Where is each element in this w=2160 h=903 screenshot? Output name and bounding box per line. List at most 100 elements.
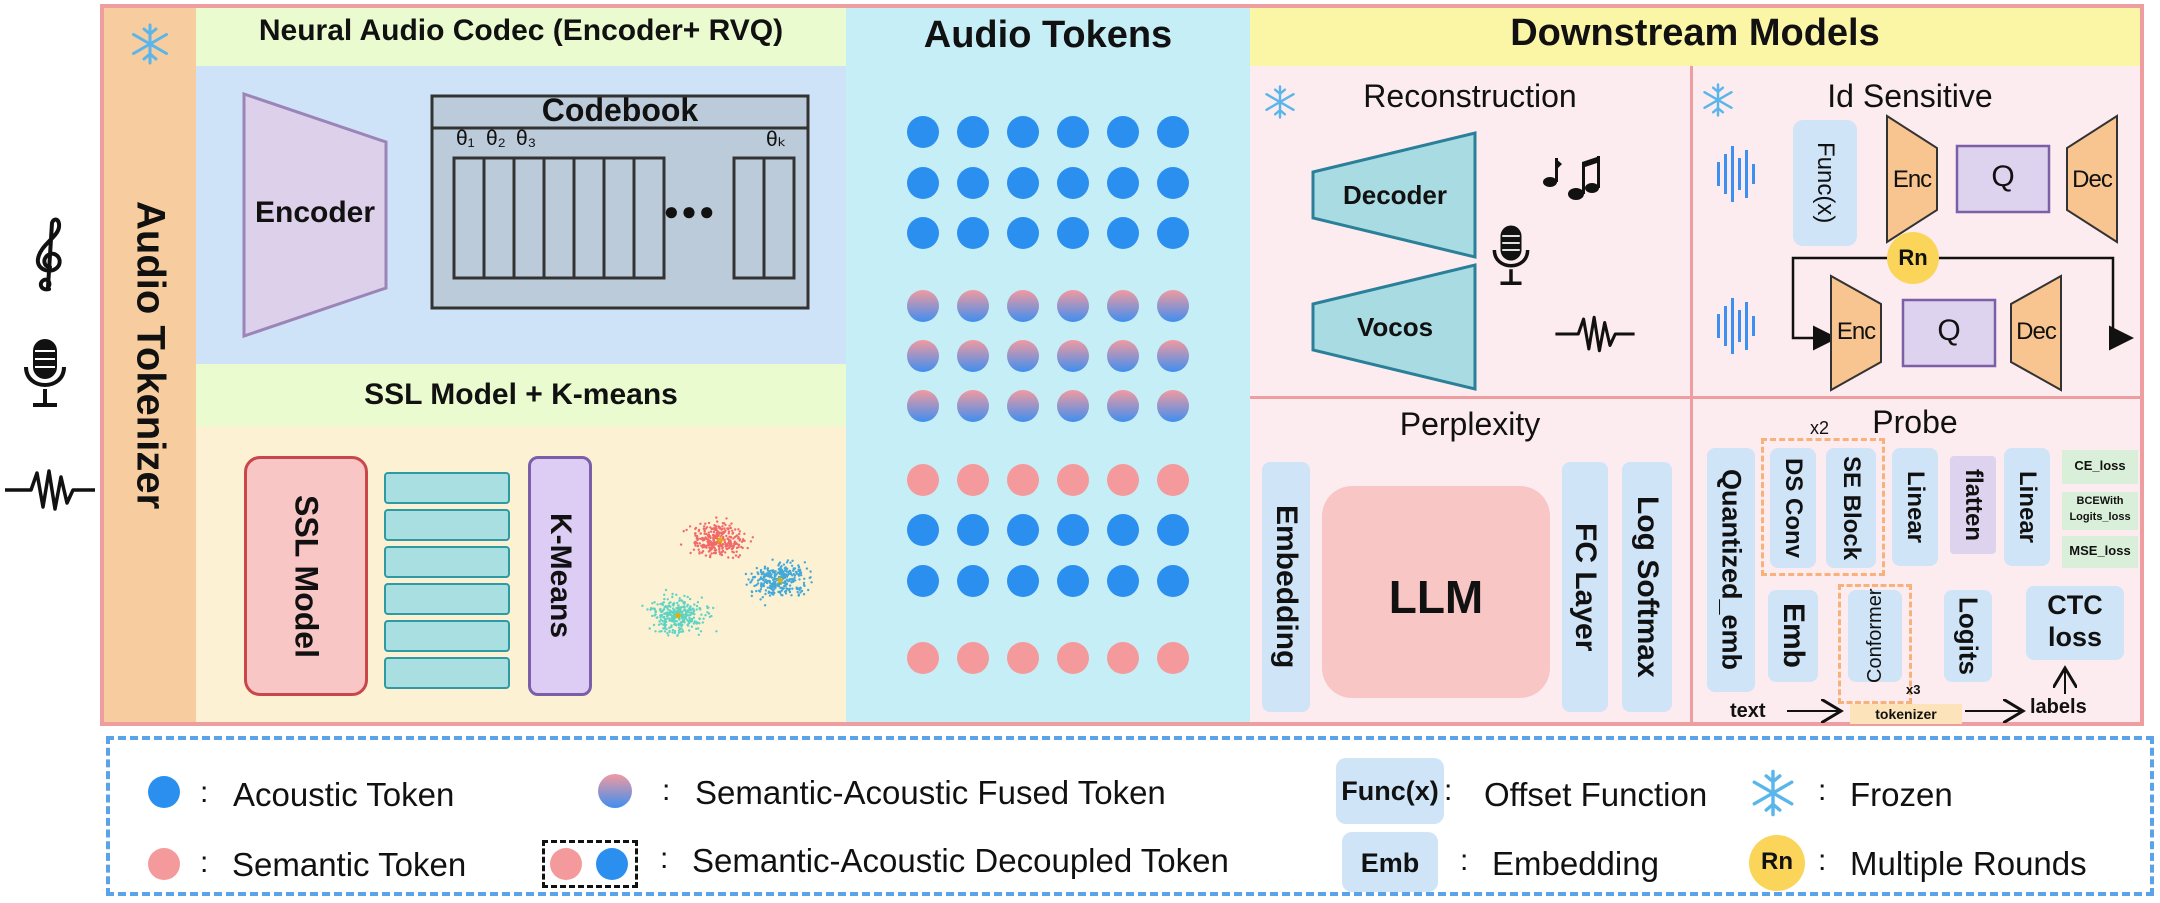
id-sensitive-diagram — [1717, 114, 2134, 392]
cluster-point — [774, 575, 777, 578]
cluster-point — [797, 593, 800, 596]
cluster-point — [758, 590, 762, 593]
cluster-point — [666, 598, 669, 601]
cluster-point — [690, 608, 693, 611]
cluster-point — [668, 626, 671, 629]
legend-colon: : — [1460, 844, 1469, 877]
cluster-point — [772, 580, 776, 584]
cluster-point — [689, 551, 692, 555]
flatten-label: flatten — [1960, 469, 1987, 541]
cluster-point — [788, 584, 792, 587]
cluster-point — [673, 608, 676, 612]
cluster-point — [693, 613, 696, 616]
legend-colon: : — [660, 842, 669, 875]
cluster-point — [702, 617, 705, 620]
quantized-emb-label: Quantized_emb — [1716, 469, 1747, 671]
cluster-point — [709, 540, 712, 544]
cluster-point — [701, 621, 704, 624]
cluster-point — [651, 602, 654, 605]
cluster-point — [666, 632, 669, 635]
cluster-point — [791, 587, 794, 590]
cluster-point — [694, 532, 697, 535]
acoustic-token-dot — [1157, 167, 1189, 199]
cluster-point — [782, 563, 786, 566]
semantic-token-dot — [1057, 642, 1089, 674]
cluster-point — [755, 589, 758, 593]
cluster-point — [641, 604, 644, 607]
cluster-point — [657, 623, 661, 626]
cluster-point — [679, 543, 683, 546]
cluster-point — [728, 544, 731, 547]
cluster-point — [670, 619, 673, 623]
cluster-point — [700, 596, 703, 599]
cluster-point — [687, 611, 691, 614]
cluster-point — [778, 577, 781, 580]
func-box — [1793, 120, 1857, 246]
snowflake-icon — [128, 22, 172, 66]
cluster-point — [659, 614, 663, 618]
dec-top-label: Dec — [2072, 166, 2113, 193]
legend-frozen-label: Frozen — [1850, 776, 1953, 813]
cluster-point — [737, 543, 741, 547]
cluster-point — [677, 631, 681, 634]
legend-colon: : — [200, 846, 209, 879]
cluster-point — [702, 527, 705, 530]
legend-emb-label: Embedding — [1492, 845, 1659, 882]
cluster-point — [680, 620, 684, 624]
main-frame — [100, 4, 2144, 726]
cluster-point — [706, 611, 709, 614]
legend-func-badge-label: Func(x) — [1341, 776, 1439, 806]
cluster-point — [715, 532, 718, 535]
log-softmax-label: Log Softmax — [1631, 496, 1664, 678]
cluster-point — [725, 547, 729, 551]
snowflake-icon — [1748, 768, 1798, 818]
cluster-point — [770, 588, 773, 591]
se-block-box — [1826, 448, 1876, 568]
fused-token-dot — [957, 340, 989, 372]
cluster-point — [714, 528, 717, 532]
tokenizer-sidebar — [104, 8, 196, 722]
cluster-point — [658, 620, 661, 623]
cluster-point — [766, 567, 770, 570]
cluster-point — [695, 608, 698, 611]
cluster-point — [723, 527, 726, 530]
cluster-point — [741, 546, 744, 550]
cluster-point — [680, 610, 684, 613]
cluster-point — [760, 582, 763, 585]
sound-bars-icon — [1717, 146, 1755, 202]
cluster-point — [743, 539, 746, 542]
emb-label: Emb — [1777, 603, 1810, 669]
tokenizer-label: tokenizer — [1875, 706, 1937, 722]
cluster-point — [762, 579, 765, 582]
cluster-point — [712, 538, 715, 542]
legend-decoupled-box — [542, 840, 638, 888]
cluster-point — [779, 582, 783, 585]
cluster-point — [737, 528, 740, 531]
cluster-point — [688, 597, 692, 601]
legend-func-badge — [1336, 758, 1444, 824]
cluster-point — [777, 584, 781, 588]
cluster-point — [687, 614, 690, 617]
legend-decoupled-dots — [550, 848, 628, 880]
fused-token-dot — [1057, 390, 1089, 422]
semantic-token-dot — [1107, 642, 1139, 674]
cluster-point — [663, 597, 666, 601]
cluster-point — [670, 624, 673, 627]
cluster-point — [751, 536, 754, 539]
cluster-point — [677, 629, 681, 632]
cluster-point — [775, 573, 778, 576]
cluster-point — [731, 531, 735, 535]
semantic-token-dot — [957, 642, 989, 674]
cluster-point — [716, 534, 719, 538]
fused-token-dot — [1057, 340, 1089, 372]
cluster-point — [794, 570, 798, 574]
cluster-point — [729, 539, 732, 543]
ds-conv-box — [1770, 448, 1816, 568]
cluster-point — [763, 567, 766, 570]
cluster-point — [695, 604, 699, 608]
cluster-point — [692, 616, 696, 619]
cluster-point — [788, 587, 791, 590]
cluster-point — [683, 616, 686, 619]
cluster-point — [676, 634, 679, 637]
ce-loss-box — [2062, 450, 2138, 484]
